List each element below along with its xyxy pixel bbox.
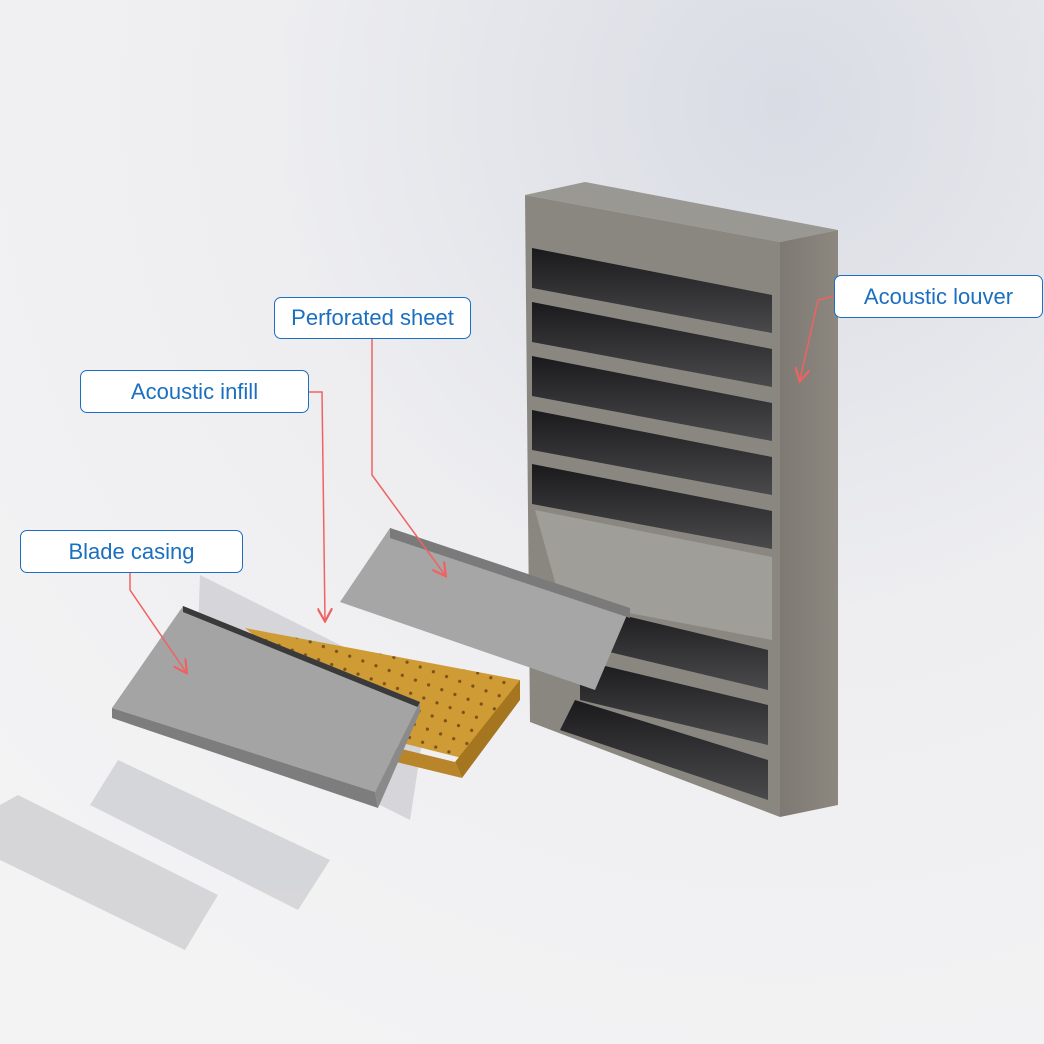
label-perforated-sheet: Perforated sheet bbox=[274, 297, 471, 339]
leader-perforated-sheet bbox=[371, 338, 445, 575]
leader-lines bbox=[129, 295, 836, 672]
blade-casing bbox=[112, 606, 420, 808]
label-acoustic-infill: Acoustic infill bbox=[80, 370, 309, 413]
acoustic-louver bbox=[525, 182, 838, 817]
leader-acoustic-louver bbox=[800, 295, 836, 380]
perforated-sheet bbox=[340, 528, 630, 690]
leader-acoustic-infill bbox=[308, 391, 325, 620]
leader-blade-casing bbox=[129, 572, 186, 672]
label-acoustic-louver: Acoustic louver bbox=[834, 275, 1043, 318]
label-blade-casing: Blade casing bbox=[20, 530, 243, 573]
